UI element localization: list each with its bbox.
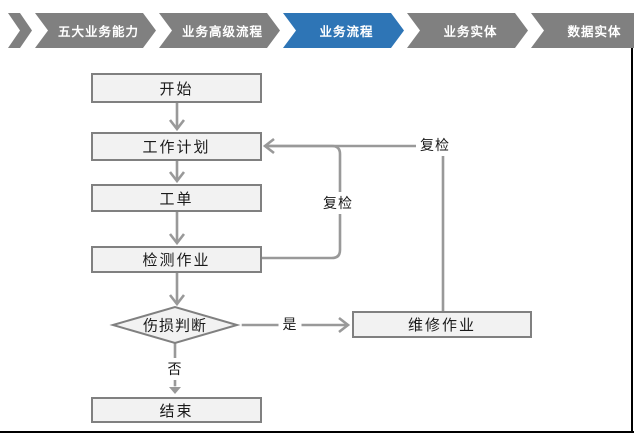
node-label: 开始 — [159, 80, 194, 98]
node-work-plan: 工作计划 — [91, 132, 262, 161]
nav-tab-label: 业务高级流程 — [181, 25, 263, 39]
arrowhead-left-icon — [262, 137, 275, 155]
edge-label-no: 否 — [163, 358, 187, 380]
flowchart-canvas: 开始 工作计划 工单 检测作业 维修作业 结束 伤损判断 复检 复检 是 否 — [0, 48, 634, 439]
decision-diamond-shape — [109, 305, 241, 345]
frame-border-bottom — [0, 431, 634, 433]
node-damage-decision-label: 伤损判断 — [142, 317, 208, 335]
nav-tab-label: 数据实体 — [567, 25, 622, 39]
edge-label-recheck-inner: 复检 — [319, 192, 357, 214]
arrowhead-down-icon — [168, 294, 186, 307]
arrowhead-down-icon — [168, 119, 186, 132]
edge-repair-recheck-to-plan — [265, 144, 445, 313]
edge-label-yes: 是 — [278, 313, 302, 335]
nav-tab-label: 五大业务能力 — [57, 25, 139, 39]
node-work-order: 工单 — [91, 184, 262, 212]
nav-tab-business-process-active[interactable]: 业务流程 — [283, 13, 404, 48]
node-repair-operation: 维修作业 — [352, 311, 532, 338]
frame-border-right — [631, 48, 633, 433]
nav-tab-label: 业务实体 — [443, 25, 498, 39]
flowchart-connectors — [109, 102, 445, 394]
chevron-lead-arrow-icon — [8, 13, 32, 48]
nav-tab-label: 业务流程 — [319, 25, 374, 39]
node-label: 检测作业 — [142, 252, 211, 269]
node-start: 开始 — [91, 73, 262, 103]
arrowhead-down-icon — [168, 171, 186, 184]
nav-tab-business-highlevel-process[interactable]: 业务高级流程 — [159, 13, 280, 48]
node-inspection-operation: 检测作业 — [91, 246, 262, 273]
node-label: 工作计划 — [142, 139, 211, 156]
edge-label-recheck-outer: 复检 — [416, 134, 454, 156]
nav-tab-data-entity[interactable]: 数据实体 — [531, 13, 634, 48]
node-label: 工单 — [159, 190, 194, 208]
nav-tab-business-entity[interactable]: 业务实体 — [407, 13, 528, 48]
node-label: 结束 — [159, 402, 194, 420]
arrowhead-down-icon — [168, 233, 186, 246]
arrowhead-right-icon — [338, 316, 351, 334]
chevron-breadcrumb: 五大业务能力 业务高级流程 业务流程 业务实体 数据实体 — [8, 13, 634, 48]
arrowhead-small-triangle-icon — [169, 387, 181, 394]
node-end: 结束 — [91, 397, 262, 423]
nav-tab-five-business-capabilities[interactable]: 五大业务能力 — [35, 13, 156, 48]
node-label: 维修作业 — [407, 317, 476, 334]
